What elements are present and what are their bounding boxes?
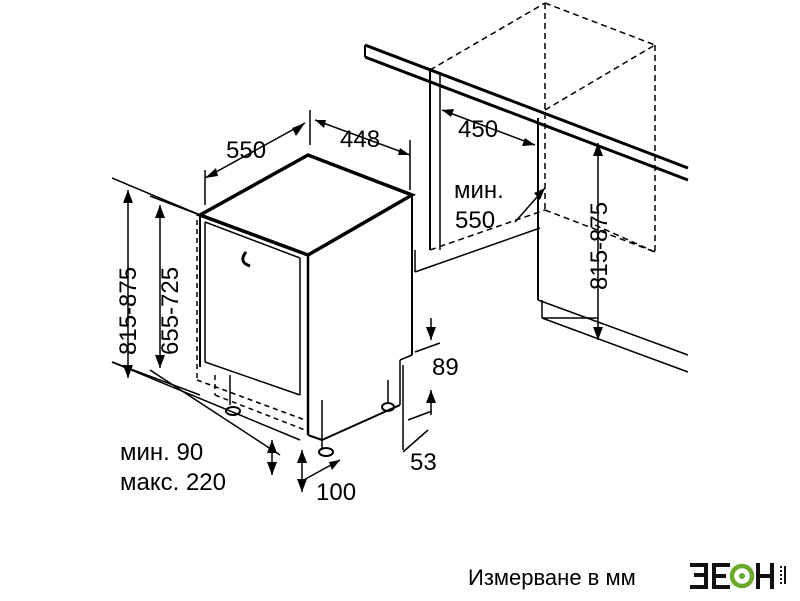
dim-plinth-depth-label: 100 bbox=[316, 479, 356, 506]
dim-niche-depth-line1: мин. bbox=[454, 177, 504, 204]
dim-plinth-height-label: 89 bbox=[432, 354, 459, 381]
dim-niche-depth-line2: 550 bbox=[455, 207, 495, 234]
dim-width-label: 448 bbox=[340, 126, 380, 153]
brand-logo bbox=[688, 560, 798, 596]
dimension-lines bbox=[111, 109, 599, 492]
dim-door-clearance-max-label: макс. 220 bbox=[120, 469, 226, 496]
niche-cabinet bbox=[364, 2, 689, 373]
dimension-arrowheads bbox=[123, 109, 603, 492]
dim-depth-label: 550 bbox=[226, 137, 266, 164]
door-handle-icon bbox=[241, 251, 251, 268]
dim-niche-height-label: 815-875 bbox=[586, 202, 613, 290]
dim-door-clearance-min-label: мин. 90 bbox=[120, 439, 203, 466]
zeon-logo-icon bbox=[690, 563, 786, 589]
dim-appliance-height-label: 655-725 bbox=[157, 267, 184, 355]
dim-niche-width-label: 450 bbox=[458, 116, 498, 143]
measurement-caption: Измерване в мм bbox=[468, 565, 636, 590]
dishwasher-body bbox=[195, 153, 417, 457]
dim-height-range-label: 815-875 bbox=[115, 267, 142, 355]
dim-foot-offset-label: 53 bbox=[410, 449, 437, 476]
